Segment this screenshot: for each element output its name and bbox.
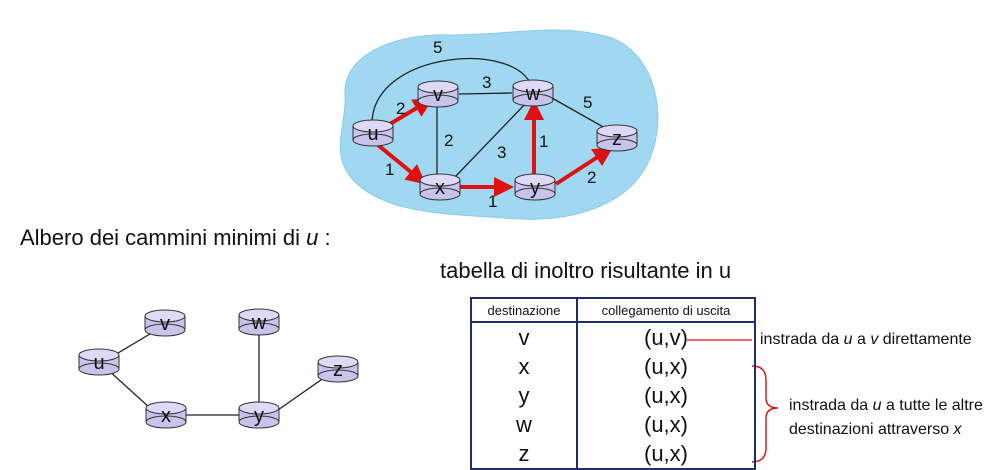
tree-router-w: w bbox=[238, 308, 280, 336]
table-title: tabella di inoltro risultante in u bbox=[440, 258, 732, 283]
weight-u-w: 5 bbox=[433, 38, 442, 57]
edge-w-z bbox=[551, 97, 606, 129]
router-u: u bbox=[352, 119, 394, 147]
header-outgoing-link: collegamento di uscita bbox=[577, 298, 755, 323]
tree-router-y: y bbox=[238, 401, 280, 429]
weight-v-x: 2 bbox=[444, 131, 453, 150]
row-link: (u,x) bbox=[644, 440, 688, 466]
row-destination: y bbox=[471, 381, 578, 410]
annotation-others: instrada da u a tutte le altre destinazi… bbox=[789, 397, 983, 438]
weight-w-z: 5 bbox=[583, 93, 592, 112]
tree-router-z: z bbox=[317, 355, 359, 383]
router-z: z bbox=[596, 124, 638, 152]
row-destination: v bbox=[471, 322, 578, 352]
edge-x-w bbox=[453, 100, 529, 179]
tree-line-u-x bbox=[106, 368, 151, 409]
tree-router-v: v bbox=[144, 309, 186, 337]
table-row: x (u,x) bbox=[471, 352, 755, 381]
router-w-label: w bbox=[525, 83, 541, 105]
header-destination: destinazione bbox=[471, 298, 578, 323]
tree-router-x: x bbox=[145, 401, 187, 429]
tree-line-y-z bbox=[277, 374, 329, 411]
forwarding-table: destinazione collegamento di uscita v (u… bbox=[470, 297, 756, 470]
weight-u-x: 1 bbox=[385, 160, 394, 179]
table-row: y (u,x) bbox=[471, 381, 755, 410]
annotation-brace bbox=[751, 365, 779, 463]
row-link: (u,v) bbox=[644, 324, 688, 350]
forwarding-table-header: destinazione collegamento di uscita bbox=[471, 298, 755, 323]
table-row: w (u,x) bbox=[471, 410, 755, 439]
router-v-label: v bbox=[433, 84, 443, 106]
tree-router-v-label: v bbox=[160, 313, 170, 335]
edge-u-w bbox=[371, 57, 533, 125]
row-link: (u,x) bbox=[644, 353, 688, 379]
row-link: (u,x) bbox=[644, 382, 688, 408]
router-x: x bbox=[419, 173, 461, 201]
row-destination: w bbox=[471, 410, 578, 439]
row-link: (u,x) bbox=[644, 411, 688, 437]
tree-router-z-label: z bbox=[333, 359, 343, 381]
table-row: z (u,x) bbox=[471, 439, 755, 469]
row-destination: x bbox=[471, 352, 578, 381]
weight-u-v: 2 bbox=[396, 99, 405, 118]
router-y: y bbox=[514, 173, 556, 201]
weight-x-y: 1 bbox=[488, 192, 497, 211]
router-u-label: u bbox=[367, 123, 378, 145]
edge-v-w bbox=[458, 92, 513, 95]
router-y-label: y bbox=[530, 177, 540, 199]
router-x-label: x bbox=[435, 177, 445, 199]
tree-router-y-label: y bbox=[254, 405, 264, 427]
tree-router-u-label: u bbox=[93, 352, 104, 374]
weight-w-y: 1 bbox=[539, 132, 548, 151]
router-v: v bbox=[417, 80, 459, 108]
tree-router-u: u bbox=[78, 348, 120, 376]
weight-v-w: 3 bbox=[482, 73, 491, 92]
weight-y-z: 2 bbox=[587, 168, 596, 187]
row-destination: z bbox=[471, 439, 578, 469]
tree-caption: Albero dei cammini minimi di u : bbox=[20, 225, 331, 250]
table-row: v (u,v) bbox=[471, 322, 755, 352]
annotation-direct: instrada da u a v direttamente bbox=[760, 331, 972, 348]
router-z-label: z bbox=[612, 128, 622, 150]
router-w: w bbox=[512, 79, 554, 107]
tree-edge-u-x bbox=[376, 143, 427, 185]
tree-router-w-label: w bbox=[251, 312, 267, 334]
tree-edge-y-z bbox=[554, 146, 614, 186]
tree-router-x-label: x bbox=[161, 405, 171, 427]
weight-x-w: 3 bbox=[497, 143, 506, 162]
